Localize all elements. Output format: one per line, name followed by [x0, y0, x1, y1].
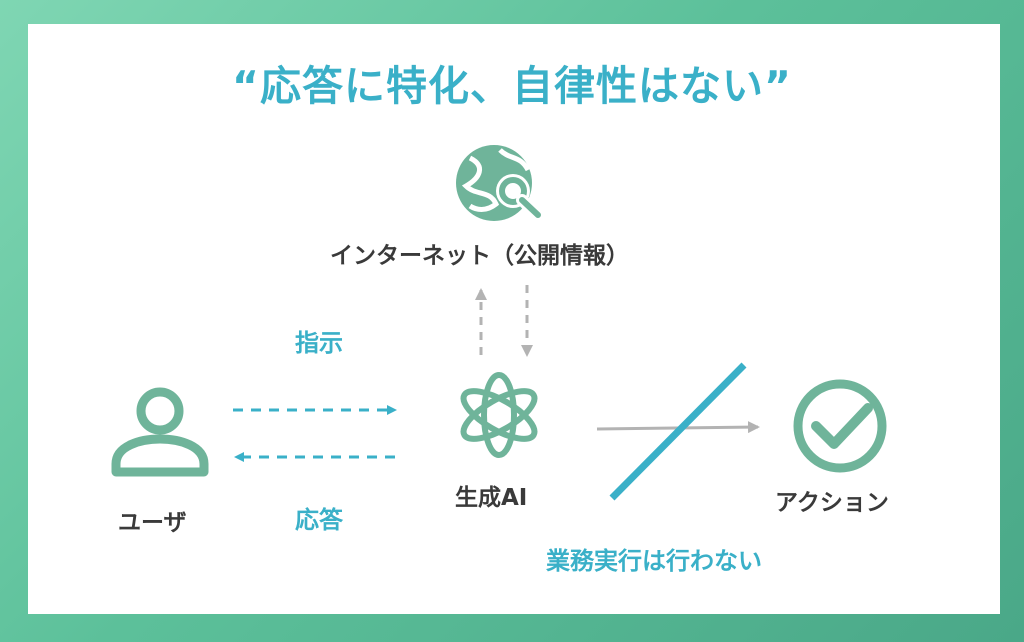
ai-label: 生成AI [455, 485, 528, 511]
no-execution-label: 業務実行は行わない [546, 547, 762, 575]
diagram-card [28, 24, 1000, 614]
openai-icon [460, 372, 538, 458]
user-icon [111, 387, 209, 477]
response-label: 応答 [295, 506, 343, 534]
instruction-label: 指示 [295, 329, 343, 357]
internet-label: インターネット（公開情報） [330, 243, 629, 269]
blocked-slash [609, 362, 747, 501]
action-label: アクション [775, 490, 889, 516]
diagram-title: “応答に特化、自律性はない” [232, 62, 792, 110]
check-circle-icon [793, 379, 887, 473]
globe-search-icon [456, 145, 546, 223]
user-label: ユーザ [118, 510, 187, 536]
